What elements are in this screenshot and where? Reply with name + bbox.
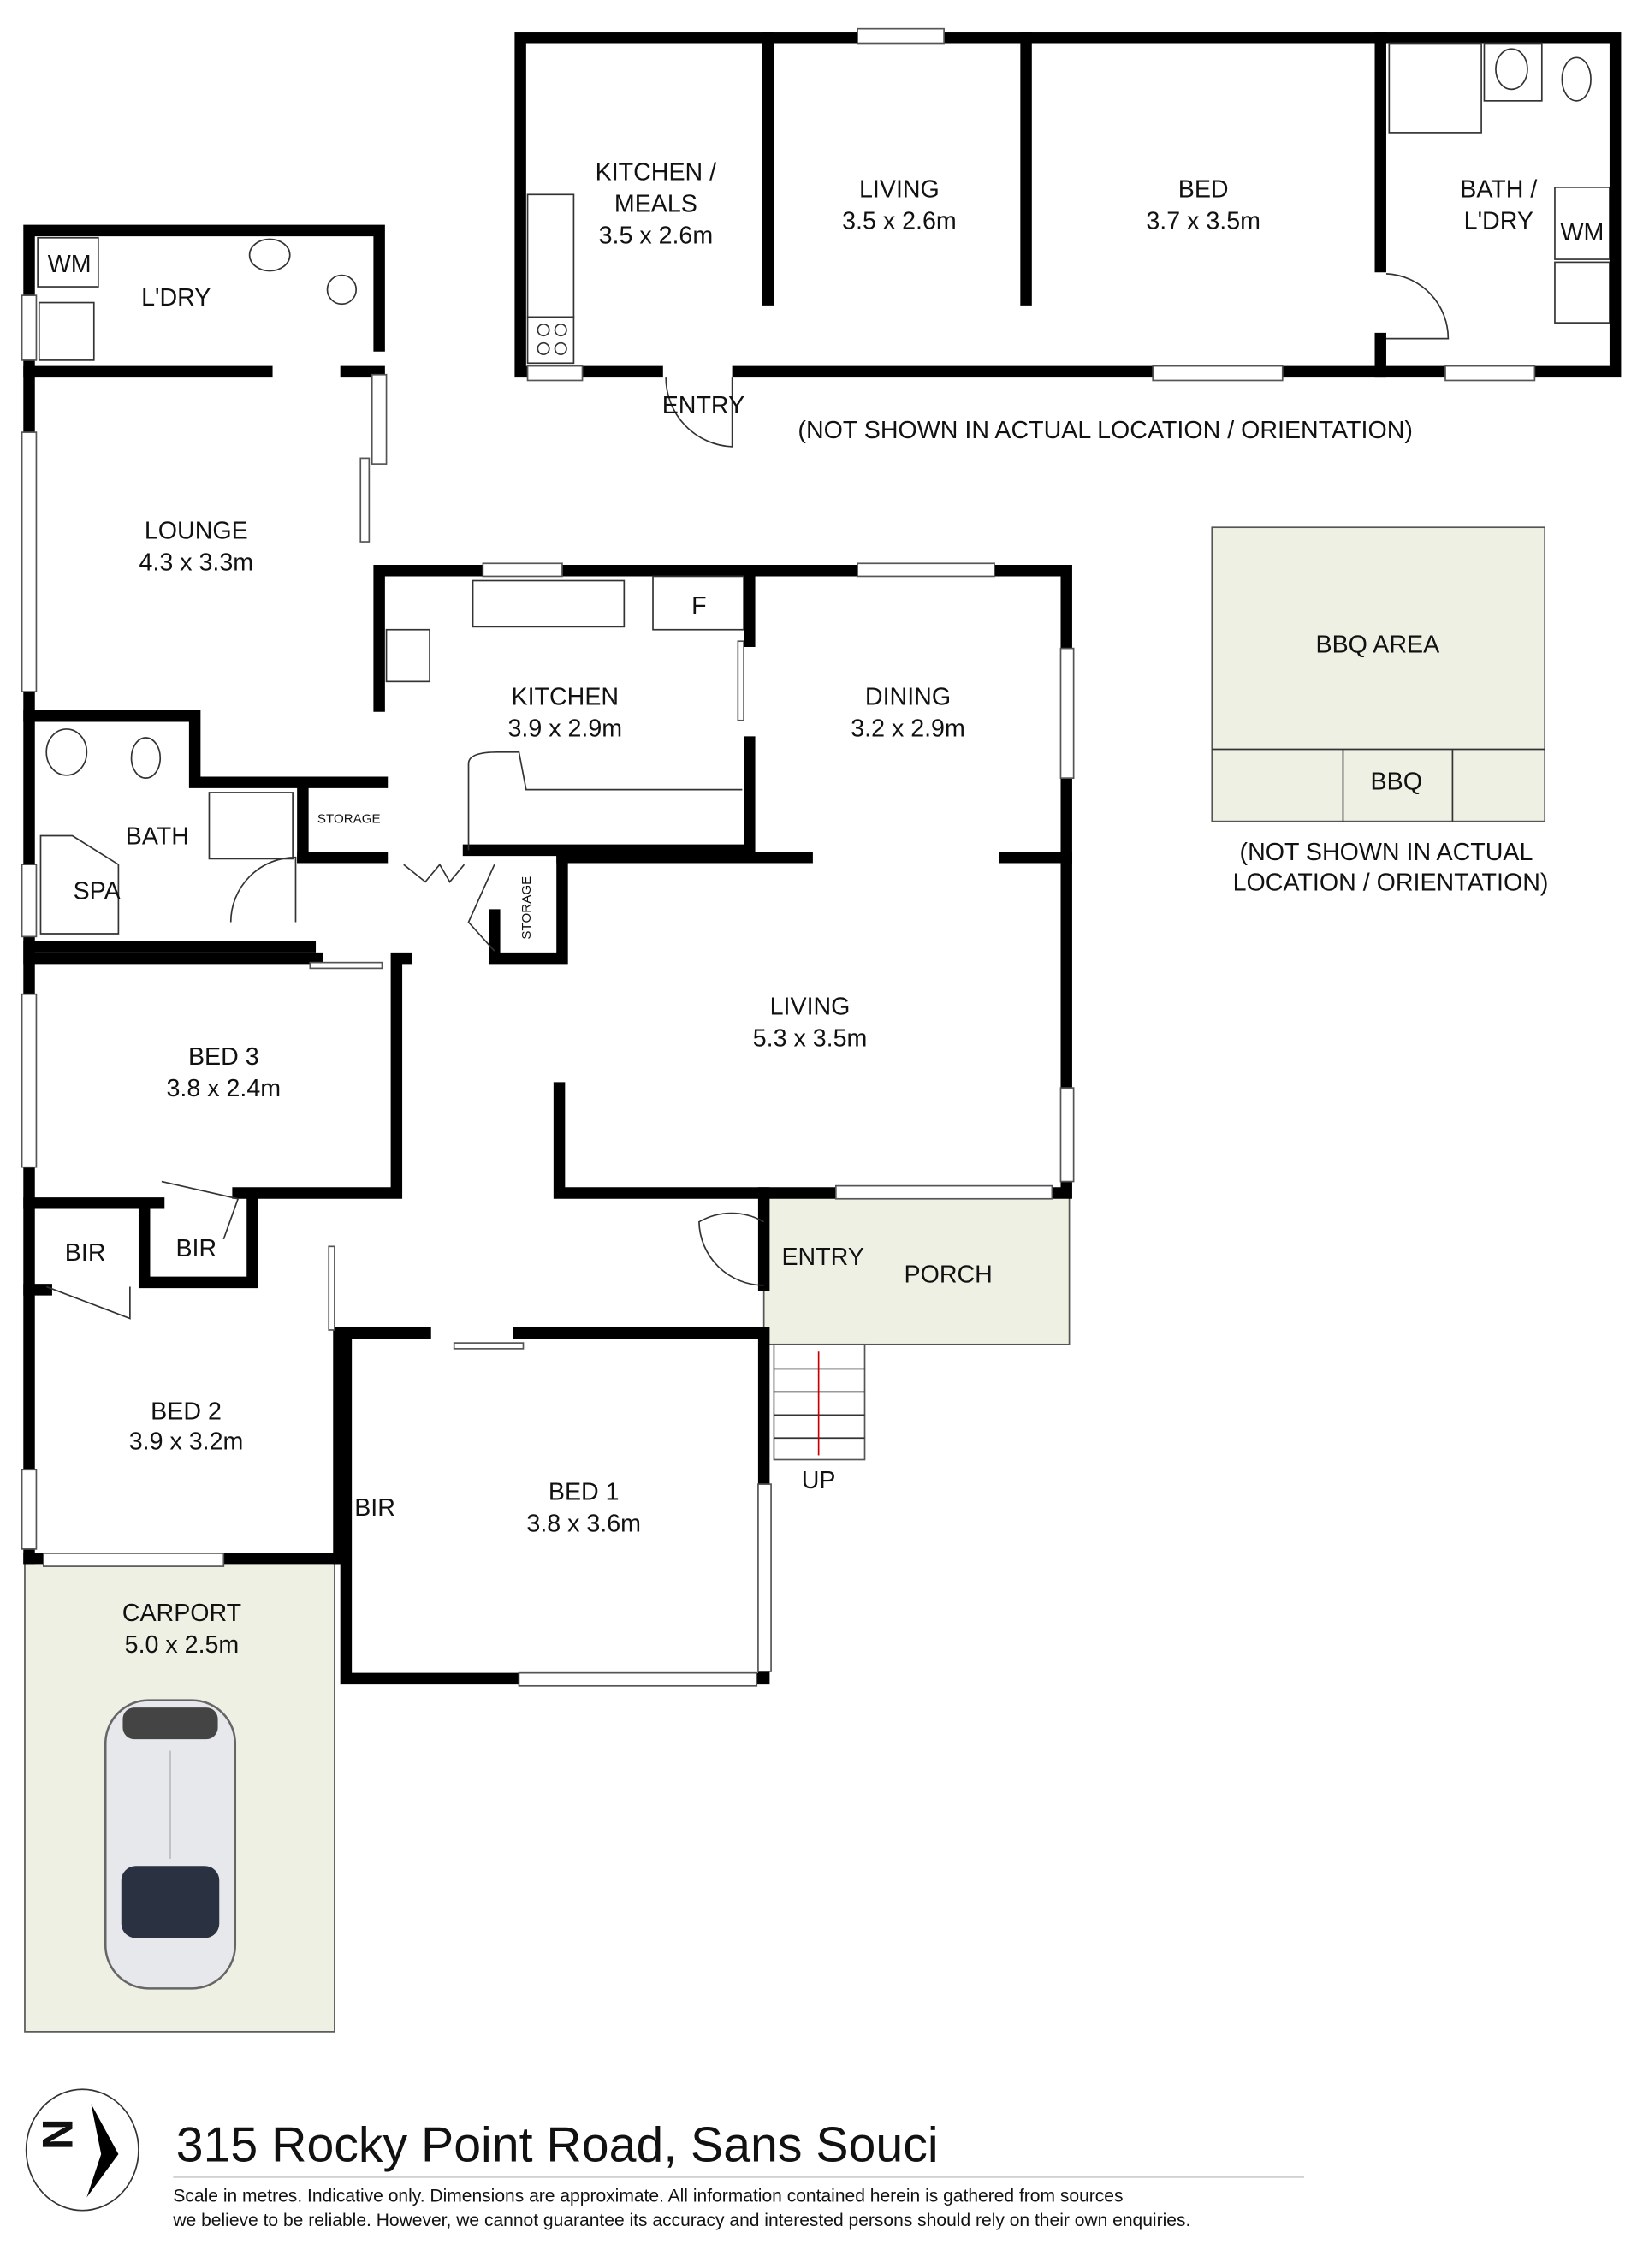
bbq-note-1: (NOT SHOWN IN ACTUAL bbox=[1240, 839, 1533, 866]
bed3-label: BED 3 bbox=[188, 1043, 259, 1071]
bed2-size: 3.9 x 3.2m bbox=[129, 1428, 244, 1456]
gf-bath-label: BATH / bbox=[1460, 176, 1537, 204]
bbq-area-label: BBQ AREA bbox=[1316, 632, 1441, 659]
living-size: 5.3 x 3.5m bbox=[753, 1024, 868, 1052]
gf-wm-label: WM bbox=[1561, 219, 1604, 246]
entry-steps bbox=[773, 1343, 866, 1461]
gf-living-size: 3.5 x 2.6m bbox=[842, 208, 957, 235]
gf-living-label: LIVING bbox=[859, 176, 940, 204]
svg-text:N: N bbox=[33, 2118, 82, 2149]
bed1-label: BED 1 bbox=[549, 1479, 620, 1506]
gf-entry-label: ENTRY bbox=[662, 392, 744, 419]
gf-bed-size: 3.7 x 3.5m bbox=[1146, 208, 1260, 235]
disclaimer-line-2: we believe to be reliable. However, we c… bbox=[172, 2211, 1190, 2230]
ldry-label: L'DRY bbox=[141, 284, 211, 312]
gf-note: (NOT SHOWN IN ACTUAL LOCATION / ORIENTAT… bbox=[798, 417, 1412, 444]
ldry-wm-label: WM bbox=[48, 251, 92, 278]
kitchen-label: KITCHEN bbox=[512, 683, 620, 710]
dining-size: 3.2 x 2.9m bbox=[851, 715, 965, 742]
bbq-note-2: LOCATION / ORIENTATION) bbox=[1233, 869, 1549, 896]
gf-bed-label: BED bbox=[1178, 176, 1229, 204]
bed3-size: 3.8 x 2.4m bbox=[167, 1075, 282, 1102]
lounge-label: LOUNGE bbox=[145, 518, 248, 545]
carport-label: CARPORT bbox=[122, 1600, 241, 1627]
storage-label-1: STORAGE bbox=[317, 811, 381, 826]
fridge-label: F bbox=[691, 592, 706, 620]
dining-label: DINING bbox=[865, 683, 951, 710]
disclaimer-line-1: Scale in metres. Indicative only. Dimens… bbox=[173, 2187, 1123, 2206]
north-compass-icon: N bbox=[25, 2088, 139, 2212]
bir-label-2: BIR bbox=[175, 1235, 216, 1262]
bath-label: BATH bbox=[126, 823, 189, 851]
bed1-size: 3.8 x 3.6m bbox=[526, 1511, 641, 1538]
lounge-size: 4.3 x 3.3m bbox=[139, 549, 254, 577]
granny-flat-walls bbox=[514, 27, 1622, 448]
gf-kitchen-label: KITCHEN / bbox=[596, 158, 717, 186]
living-label: LIVING bbox=[770, 993, 851, 1020]
storage-label-2: STORAGE bbox=[519, 876, 534, 940]
gf-bath-label-2: L'DRY bbox=[1464, 208, 1533, 235]
up-label: UP bbox=[802, 1467, 836, 1494]
kitchen-size: 3.9 x 2.9m bbox=[508, 715, 623, 742]
bbq-area bbox=[1211, 526, 1546, 822]
entry-label: ENTRY bbox=[781, 1244, 863, 1271]
carport-size: 5.0 x 2.5m bbox=[125, 1631, 240, 1659]
bed2-label: BED 2 bbox=[151, 1398, 222, 1425]
spa-label: SPA bbox=[74, 878, 122, 905]
porch-label: PORCH bbox=[904, 1261, 992, 1288]
house-walls bbox=[21, 224, 1075, 1687]
bbq-label: BBQ bbox=[1371, 769, 1422, 796]
bir-label-3: BIR bbox=[354, 1494, 395, 1522]
bir-label-1: BIR bbox=[65, 1239, 106, 1267]
property-address: 315 Rocky Point Road, Sans Souci bbox=[176, 2117, 939, 2172]
porch-area bbox=[762, 1192, 1071, 1345]
car-icon bbox=[104, 1699, 237, 1990]
gf-kitchen-size: 3.5 x 2.6m bbox=[599, 223, 714, 250]
gf-kitchen-label-2: MEALS bbox=[614, 190, 697, 217]
